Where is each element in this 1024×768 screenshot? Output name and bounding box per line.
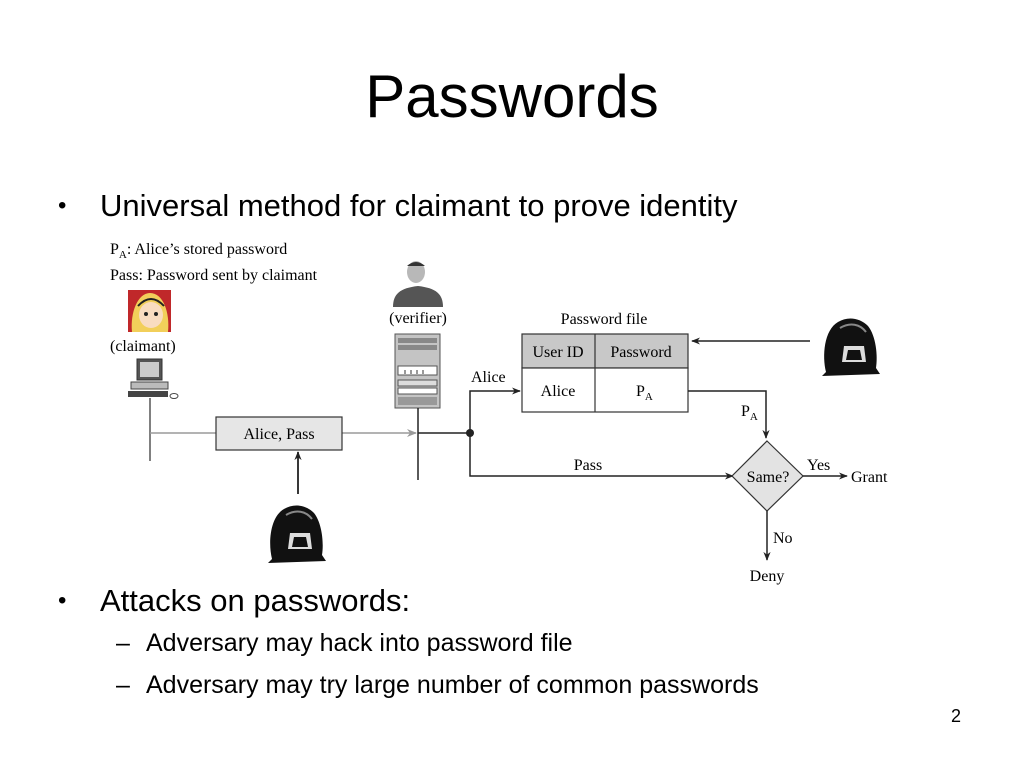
claimant-label: (claimant) (110, 338, 176, 355)
server-icon (394, 333, 441, 409)
bullet-text: Attacks on passwords: (100, 583, 411, 618)
attacker-helmet-icon (268, 505, 326, 563)
table-cell-user: Alice (541, 383, 576, 400)
alice-flow-label: Alice (471, 369, 506, 386)
attacker-helmet-icon (822, 318, 880, 376)
page-number: 2 (951, 706, 962, 726)
bullet-dot-icon: • (58, 192, 67, 219)
bullet-universal-method: • Universal method for claimant to prove… (58, 188, 738, 224)
stored-password-arrow (688, 390, 770, 439)
verifier-avatar-icon (393, 261, 443, 307)
table-cell-password: PA (636, 383, 653, 403)
legend-pa: PA: Alice’s stored password (110, 241, 287, 261)
bullet-dot-icon: • (58, 587, 67, 614)
sub-bullet-hack-file: – Adversary may hack into password file (116, 628, 573, 658)
message-box (215, 416, 343, 451)
decision-label: Same? (747, 469, 790, 486)
sub-bullet-common-passwords: – Adversary may try large number of comm… (116, 670, 759, 700)
bullet-text: Universal method for claimant to prove i… (100, 188, 738, 223)
alice-lookup-arrow (469, 387, 521, 433)
sub-bullet-text: Adversary may try large number of common… (146, 671, 759, 699)
sub-bullet-text: Adversary may hack into password file (146, 629, 573, 657)
dash-icon: – (116, 629, 130, 657)
alice-avatar-icon (128, 290, 171, 332)
password-file-caption: Password file (561, 311, 648, 328)
bullet-attacks: • Attacks on passwords: (58, 583, 411, 619)
slide-title: Passwords (365, 63, 659, 130)
pass-flow-label: Pass (574, 457, 602, 474)
verifier-label: (verifier) (389, 310, 447, 327)
password-file-table: User ID Password Alice PA (521, 333, 689, 413)
legend-pass: Pass: Password sent by claimant (110, 267, 318, 284)
yes-label: Yes (807, 457, 830, 474)
no-label: No (773, 530, 793, 547)
table-header-password: Password (610, 344, 671, 361)
pa-flow-label: PA (741, 403, 758, 423)
message-box-label: Alice, Pass (243, 426, 314, 443)
pass-arrow (469, 433, 734, 480)
grant-label: Grant (851, 469, 888, 486)
computer-icon (128, 358, 179, 399)
deny-label: Deny (750, 568, 785, 585)
dash-icon: – (116, 671, 130, 699)
table-header-userid: User ID (532, 344, 583, 361)
